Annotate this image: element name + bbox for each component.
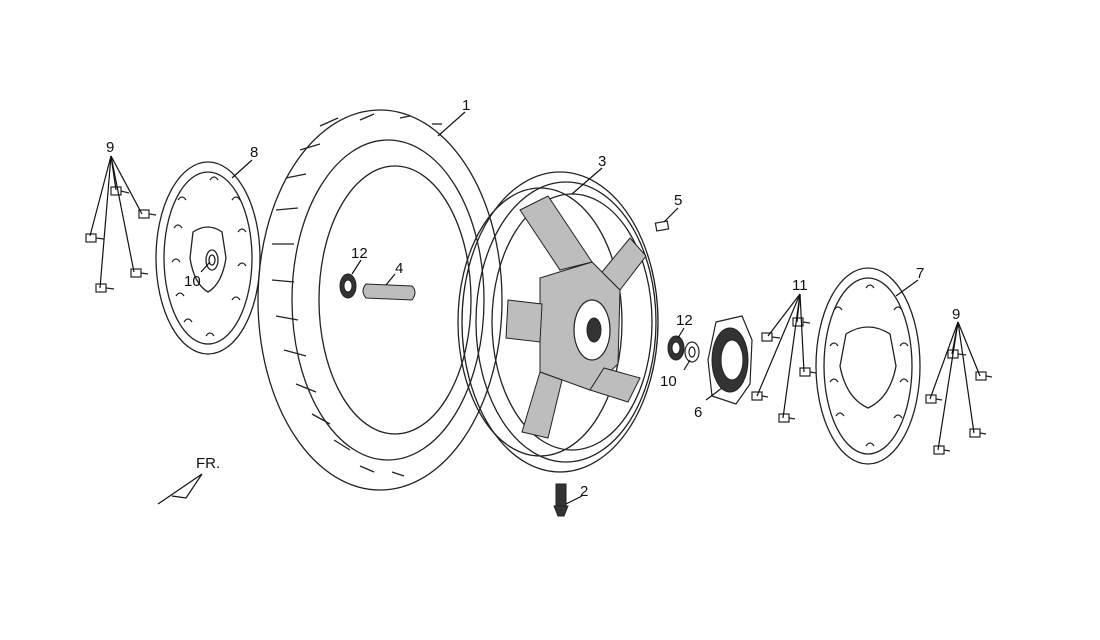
callout-7: 7 [916, 265, 924, 282]
valve-stem [553, 483, 569, 517]
front-direction-indicator: FR. [157, 455, 220, 505]
callout-10-left: 10 [184, 273, 201, 290]
direction-arrow-icon [157, 473, 203, 505]
axle-spacer [362, 283, 416, 301]
callout-11: 11 [792, 277, 808, 294]
callout-4: 4 [395, 260, 403, 277]
callout-10-right: 10 [660, 373, 677, 390]
brake-disc-right [815, 267, 921, 465]
washer-right [684, 341, 700, 363]
hub [539, 261, 621, 391]
callout-2: 2 [580, 483, 588, 500]
abs-tone-ring [707, 315, 753, 405]
callout-6: 6 [694, 404, 702, 421]
callout-1: 1 [462, 97, 470, 114]
bolts-left [85, 186, 157, 293]
callout-12-left: 12 [351, 245, 368, 262]
callout-5: 5 [674, 192, 682, 209]
callout-9-right: 9 [952, 306, 960, 323]
callout-8: 8 [250, 144, 258, 161]
callout-9-left: 9 [106, 139, 114, 156]
brake-disc-left [155, 161, 261, 355]
bearing-left [339, 273, 357, 299]
callout-12-right: 12 [676, 312, 693, 329]
callout-labels: 1 2 3 4 5 6 7 8 9 9 10 10 11 12 12 [106, 97, 960, 500]
screw [654, 220, 670, 232]
leader-lines [89, 111, 981, 505]
rim [457, 171, 659, 473]
bolts-right [925, 349, 993, 455]
direction-label: FR. [196, 455, 220, 472]
callout-3: 3 [598, 153, 606, 170]
bearing-right [667, 335, 685, 361]
tire [257, 109, 503, 491]
